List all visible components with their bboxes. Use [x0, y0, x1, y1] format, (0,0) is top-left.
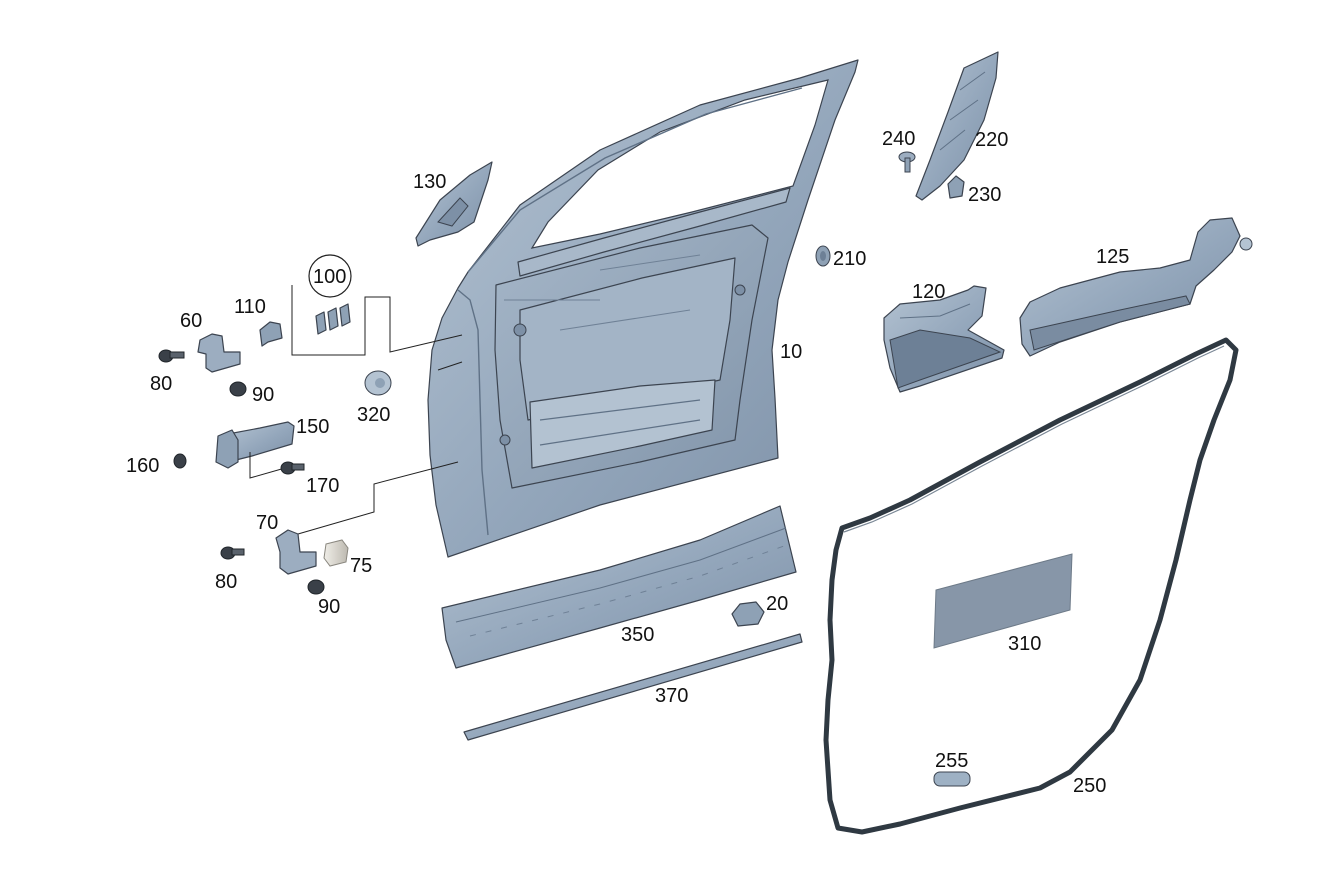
callout-130: 130 — [413, 171, 446, 193]
callout-150: 150 — [296, 416, 329, 438]
callout-60: 60 — [180, 310, 202, 332]
door-seal-part-250[interactable] — [823, 337, 1239, 835]
callout-220: 220 — [975, 129, 1008, 151]
upper-hinge-part-60[interactable] — [197, 333, 241, 373]
pillar-trim-part-220[interactable] — [915, 51, 999, 201]
clip-part-230[interactable] — [947, 175, 965, 199]
callout-110: 110 — [234, 296, 266, 318]
callout-120: 120 — [912, 281, 945, 303]
bolt-part-170[interactable] — [280, 461, 305, 475]
plug-part-320[interactable] — [364, 370, 392, 396]
callout-125: 125 — [1096, 246, 1129, 268]
callout-310: 310 — [1008, 633, 1041, 655]
leader-70 — [297, 461, 459, 535]
leader-150 — [249, 452, 293, 479]
pin-part-240[interactable] — [898, 151, 916, 173]
sill-trim-part-350[interactable] — [441, 505, 797, 669]
seal-joint-part-255[interactable] — [933, 771, 971, 787]
callout-100-circle — [308, 254, 352, 298]
shims-part-100[interactable] — [315, 303, 351, 335]
callout-240: 240 — [882, 128, 915, 150]
callout-255: 255 — [935, 750, 968, 772]
callout-100: 100 — [313, 266, 346, 288]
callout-320: 320 — [357, 404, 390, 426]
callout-90-upper: 90 — [252, 384, 274, 406]
bracket-part-120[interactable] — [883, 285, 1005, 393]
callout-350: 350 — [621, 624, 654, 646]
callout-20: 20 — [766, 593, 788, 615]
door-check-part-150[interactable] — [215, 421, 295, 469]
bracket-part-110[interactable] — [259, 321, 283, 347]
clip-part-20[interactable] — [731, 601, 765, 627]
callout-80-lower: 80 — [215, 571, 237, 593]
callout-10: 10 — [780, 341, 802, 363]
nut-part-160[interactable] — [173, 453, 187, 469]
insulation-pad-part-310[interactable] — [933, 553, 1073, 649]
door-shell-part-10[interactable] — [427, 59, 859, 558]
moulding-strip-part-370[interactable] — [463, 633, 803, 741]
callout-370: 370 — [655, 685, 688, 707]
callout-250: 250 — [1073, 775, 1106, 797]
bolt-part-80-lower[interactable] — [220, 546, 245, 560]
nut-part-90-upper[interactable] — [229, 381, 247, 397]
lower-hinge-part-70[interactable] — [275, 529, 317, 575]
leader-100 — [291, 285, 463, 356]
callout-160: 160 — [126, 455, 159, 477]
bolt-part-80-upper[interactable] — [158, 349, 185, 363]
callout-80-upper: 80 — [150, 373, 172, 395]
callout-210: 210 — [833, 248, 866, 270]
bumper-part-75[interactable] — [323, 539, 349, 567]
callout-230: 230 — [968, 184, 1001, 206]
callout-90-lower: 90 — [318, 596, 340, 618]
callout-170: 170 — [306, 475, 339, 497]
nut-part-90-lower[interactable] — [307, 579, 325, 595]
grommet-part-210[interactable] — [815, 245, 831, 267]
callout-75: 75 — [350, 555, 372, 577]
leader-shims — [437, 361, 463, 371]
callout-70: 70 — [256, 512, 278, 534]
bracket-part-125[interactable] — [1019, 217, 1253, 357]
mirror-triangle-part-130[interactable] — [415, 161, 493, 247]
